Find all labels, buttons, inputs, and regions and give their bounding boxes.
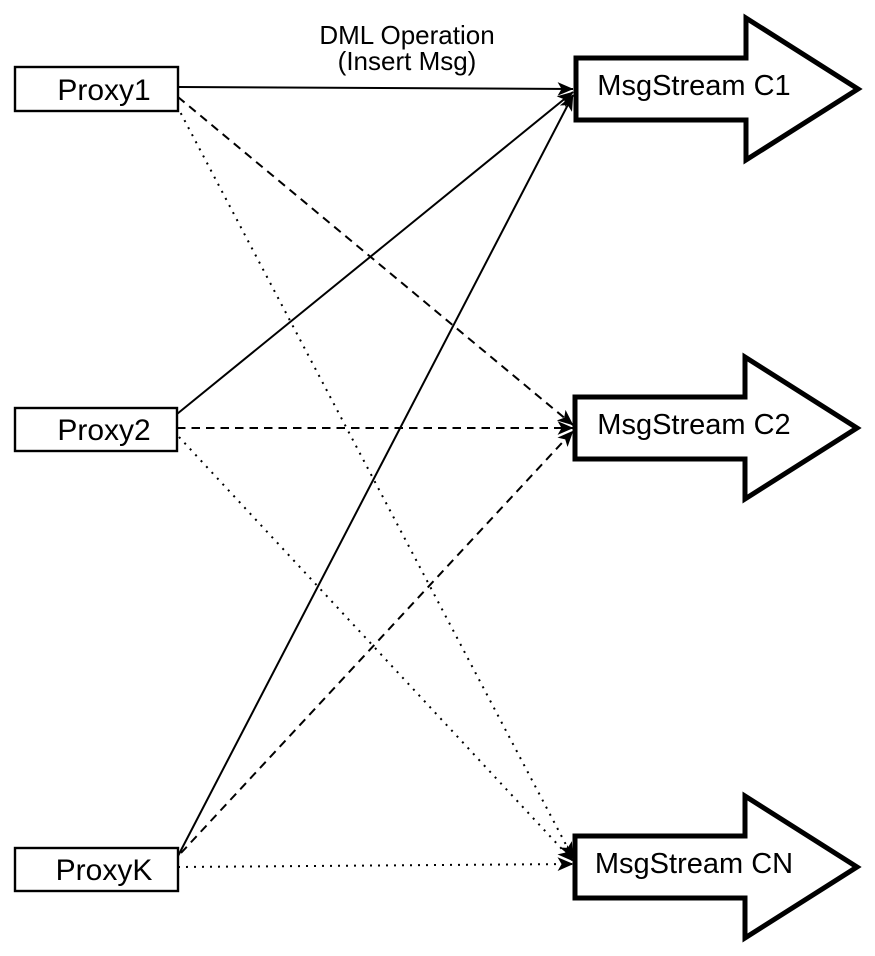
msgstream-cn-node: MsgStream CN [572, 791, 862, 943]
proxyk-node: ProxyK [13, 846, 180, 893]
edge-proxy2-c1 [176, 91, 574, 415]
proxy1-node: Proxy1 [13, 65, 180, 113]
msgstream-c1-arrow-icon [573, 13, 863, 165]
msgstream-c1-node: MsgStream C1 [573, 13, 863, 165]
proxyk-label: ProxyK [56, 854, 153, 887]
edge-proxyk-cn [177, 857, 574, 871]
proxy2-label: Proxy2 [57, 414, 150, 447]
edge-proxy1-cn [176, 105, 574, 859]
msgstream-c2-node: MsgStream C2 [572, 352, 862, 504]
edge-proxyk-c1 [177, 94, 574, 857]
diagram-title-line2: (Insert Msg) [338, 46, 477, 76]
proxy1-label: Proxy1 [57, 74, 150, 107]
diagram-title-line1: DML Operation [319, 20, 494, 50]
edge-proxyk-c2 [180, 430, 574, 854]
msgstream-c1-label: MsgStream C1 [597, 70, 790, 102]
edge-proxy2-cn [178, 436, 574, 862]
proxy2-node: Proxy2 [13, 406, 179, 453]
proxyk-box [13, 846, 180, 893]
proxy2-box [13, 406, 179, 453]
proxy1-box [13, 65, 180, 113]
msgstream-c2-arrow-icon [572, 352, 862, 504]
edge-proxy1-c1 [177, 82, 574, 96]
edge-proxy1-c2 [177, 96, 574, 426]
msgstream-cn-arrow-icon [572, 791, 862, 943]
msgstream-cn-label: MsgStream CN [595, 848, 793, 880]
msgstream-c2-label: MsgStream C2 [597, 409, 790, 441]
edges-layer [176, 82, 574, 871]
